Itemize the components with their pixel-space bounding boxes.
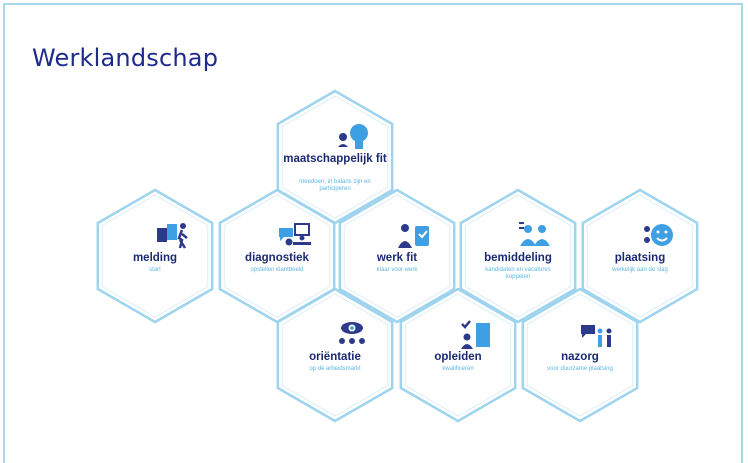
hexagon-bemiddeling (459, 188, 577, 324)
hexagon-content-orientatie: oriëntatie op de arbeidsmarkt (275, 313, 395, 397)
hexagon-inner-diagnostiek (223, 194, 331, 318)
hexagon-subtitle: op de arbeidsmarkt (309, 366, 361, 372)
hexagon-name: bemiddeling (484, 252, 552, 264)
hexagon-content-nazorg: nazorg voor duurzame plaatsing (520, 313, 640, 397)
hexagon-name: opleiden (434, 351, 482, 363)
hexagon-inner-melding (101, 194, 209, 318)
hexagon-nazorg (521, 287, 639, 423)
hexagon-content-diagnostiek: diagnostiek opstellen klantbeeld (217, 214, 337, 298)
hexagon-inner-plaatsing (586, 194, 694, 318)
hexagon-content-plaatsing: plaatsing werkelijk aan de slag (580, 214, 700, 298)
hexagon-content-maatschappelijk-fit: maatschappelijk fit meedoen, in balans zi… (275, 115, 395, 199)
hexagon-subtitle: voor duurzame plaatsing (547, 366, 613, 372)
hexagon-content-werk-fit: werk fit klaar voor werk (337, 214, 457, 298)
page-title: Werklandschap (32, 44, 219, 72)
hexagon-inner-werk-fit (343, 194, 451, 318)
hexagon-diagram: maatschappelijk fit meedoen, in balans zi… (60, 84, 700, 434)
hexagon-inner-opleiden (404, 293, 512, 417)
hexagon-name: diagnostiek (245, 252, 309, 264)
hexagon-name: oriëntatie (309, 351, 361, 363)
hexagon-subtitle: opstellen klantbeeld (250, 267, 304, 273)
hexagon-name: melding (132, 252, 178, 264)
hexagon-plaatsing (581, 188, 699, 324)
hexagon-name: plaatsing (614, 252, 666, 264)
hexagon-inner-orientatie (281, 293, 389, 417)
hexagon-subtitle: meedoen, in balans zijn en participeren (299, 179, 371, 192)
hexagon-melding (96, 188, 214, 324)
hexagon-name: maatschappelijk fit (283, 153, 387, 165)
hexagon-opleiden (399, 287, 517, 423)
hexagon-subtitle: kwalificeren (442, 366, 474, 372)
hexagon-inner-maatschappelijk-fit (281, 95, 389, 219)
hexagon-subtitle: werkelijk aan de slag (612, 267, 668, 273)
hexagon-werk-fit (338, 188, 456, 324)
hexagon-subtitle: start (149, 267, 161, 273)
hexagon-name: nazorg (561, 351, 599, 363)
hexagon-inner-bemiddeling (464, 194, 572, 318)
hexagon-grid (96, 89, 699, 423)
hexagon-content-opleiden: opleiden kwalificeren (398, 313, 518, 397)
hexagon-inner-nazorg (526, 293, 634, 417)
hexagon-content-bemiddeling: bemiddeling kandidaten en vacatures koppe… (458, 214, 578, 298)
hexagon-name: werk fit (376, 252, 418, 264)
hexagon-orientatie (276, 287, 394, 423)
hexagon-content-melding: melding start (95, 214, 215, 298)
hexagon-subtitle: klaar voor werk (376, 267, 418, 273)
hexagon-subtitle: kandidaten en vacatures koppelen (485, 267, 551, 280)
